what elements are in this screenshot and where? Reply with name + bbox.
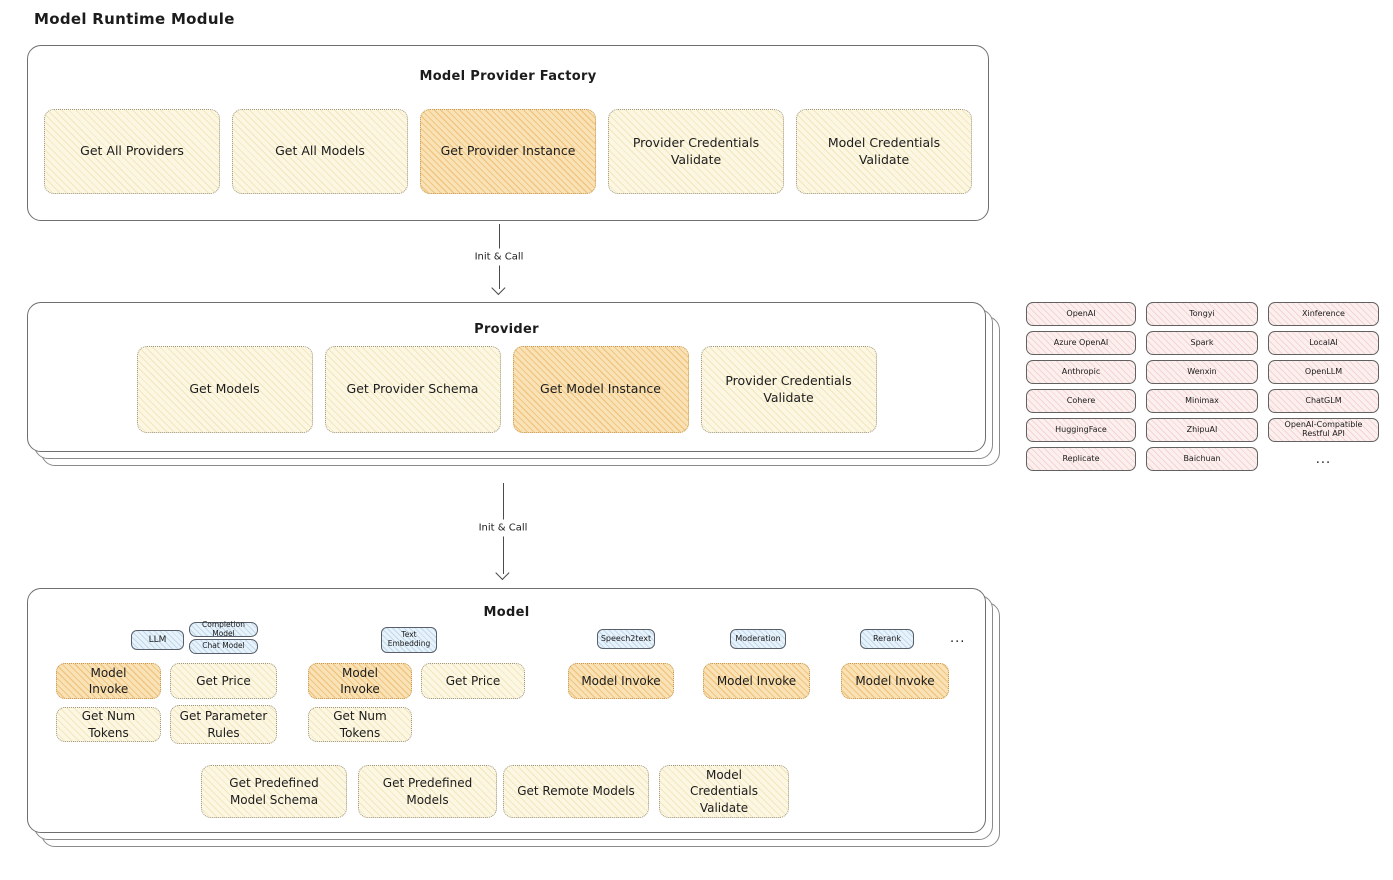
provider-panel: Provider Get Models Get Provider Schema … <box>27 302 986 452</box>
provider-chip: Azure OpenAI <box>1026 331 1136 355</box>
init-call-arrow-1: Init & Call <box>470 224 528 296</box>
model-type-completion-model: Completion Model <box>189 620 258 637</box>
arrow-head-icon <box>491 280 506 296</box>
get-num-tokens-box-llm: Get Num Tokens <box>56 707 161 742</box>
model-invoke-box-rerank: Model Invoke <box>841 663 949 699</box>
model-invoke-box-llm: Model Invoke <box>56 663 161 699</box>
get-remote-models-box: Get Remote Models <box>503 765 649 818</box>
factory-box-row: Get All Providers Get All Models Get Pro… <box>44 109 972 194</box>
get-parameter-rules-box-llm: Get Parameter Rules <box>170 705 277 744</box>
provider-chip: Replicate <box>1026 447 1136 471</box>
model-invoke-box-speech2text: Model Invoke <box>568 663 674 699</box>
model-type-moderation: Moderation <box>730 629 786 649</box>
provider-box-get-provider-schema: Get Provider Schema <box>324 346 501 433</box>
model-provider-factory-title: Model Provider Factory <box>419 69 597 84</box>
model-title: Model <box>483 605 530 620</box>
provider-chip: LocalAI <box>1268 331 1379 355</box>
get-num-tokens-box-text-embedding: Get Num Tokens <box>308 707 412 742</box>
model-section: Model LLM Completion Model Chat Model Te… <box>27 588 1000 847</box>
get-price-box-text-embedding: Get Price <box>421 663 525 699</box>
get-price-box-llm: Get Price <box>170 663 277 699</box>
factory-box-provider-credentials-validate: Provider Credentials Validate <box>608 109 784 194</box>
init-call-label-2: Init & Call <box>474 519 532 537</box>
provider-box-row: Get Models Get Provider Schema Get Model… <box>28 346 985 433</box>
model-invoke-box-text-embedding: Model Invoke <box>308 663 412 699</box>
get-predefined-model-schema-box: Get Predefined Model Schema <box>201 765 347 818</box>
model-invoke-box-moderation: Model Invoke <box>703 663 810 699</box>
provider-chip: Minimax <box>1146 389 1258 413</box>
provider-chip: Spark <box>1146 331 1258 355</box>
provider-list-ellipsis: ... <box>1315 451 1332 467</box>
model-type-rerank: Rerank <box>860 629 914 649</box>
model-panel: Model LLM Completion Model Chat Model Te… <box>27 588 986 833</box>
diagram-title: Model Runtime Module <box>34 10 235 28</box>
arrow-head-icon <box>495 565 510 581</box>
provider-chip: OpenAI <box>1026 302 1136 326</box>
provider-chip: OpenLLM <box>1268 360 1379 384</box>
provider-chip: Tongyi <box>1146 302 1258 326</box>
provider-chip: ZhipuAI <box>1146 418 1258 442</box>
provider-chip: ChatGLM <box>1268 389 1379 413</box>
model-credentials-validate-box: Model Credentials Validate <box>659 765 789 818</box>
init-call-label-1: Init & Call <box>470 248 528 266</box>
provider-box-get-models: Get Models <box>136 346 313 433</box>
model-type-text-embedding: Text Embedding <box>381 627 437 653</box>
provider-chip: Anthropic <box>1026 360 1136 384</box>
model-types-ellipsis: ... <box>950 631 966 646</box>
provider-section: Provider Get Models Get Provider Schema … <box>27 302 1000 466</box>
factory-box-get-all-models: Get All Models <box>232 109 408 194</box>
provider-chip: Wenxin <box>1146 360 1258 384</box>
factory-box-get-all-providers: Get All Providers <box>44 109 220 194</box>
model-provider-factory-section: Model Provider Factory Get All Providers… <box>27 45 989 221</box>
get-predefined-models-box: Get Predefined Models <box>358 765 497 818</box>
provider-chip: Baichuan <box>1146 447 1258 471</box>
factory-box-get-provider-instance: Get Provider Instance <box>420 109 596 194</box>
provider-box-provider-credentials-validate: Provider Credentials Validate <box>700 346 877 433</box>
model-type-speech2text: Speech2text <box>597 629 655 649</box>
model-type-chat-model: Chat Model <box>189 639 258 654</box>
provider-chip: Xinference <box>1268 302 1379 326</box>
provider-chip: Cohere <box>1026 389 1136 413</box>
factory-box-model-credentials-validate: Model Credentials Validate <box>796 109 972 194</box>
provider-list: ... OpenAI Tongyi Xinference Azure OpenA… <box>1026 302 1379 471</box>
provider-chip: OpenAI-Compatible Restful API <box>1268 418 1379 442</box>
provider-box-get-model-instance: Get Model Instance <box>512 346 689 433</box>
provider-chip: HuggingFace <box>1026 418 1136 442</box>
init-call-arrow-2: Init & Call <box>474 483 532 581</box>
provider-title: Provider <box>474 322 539 337</box>
model-type-llm: LLM <box>131 630 184 650</box>
